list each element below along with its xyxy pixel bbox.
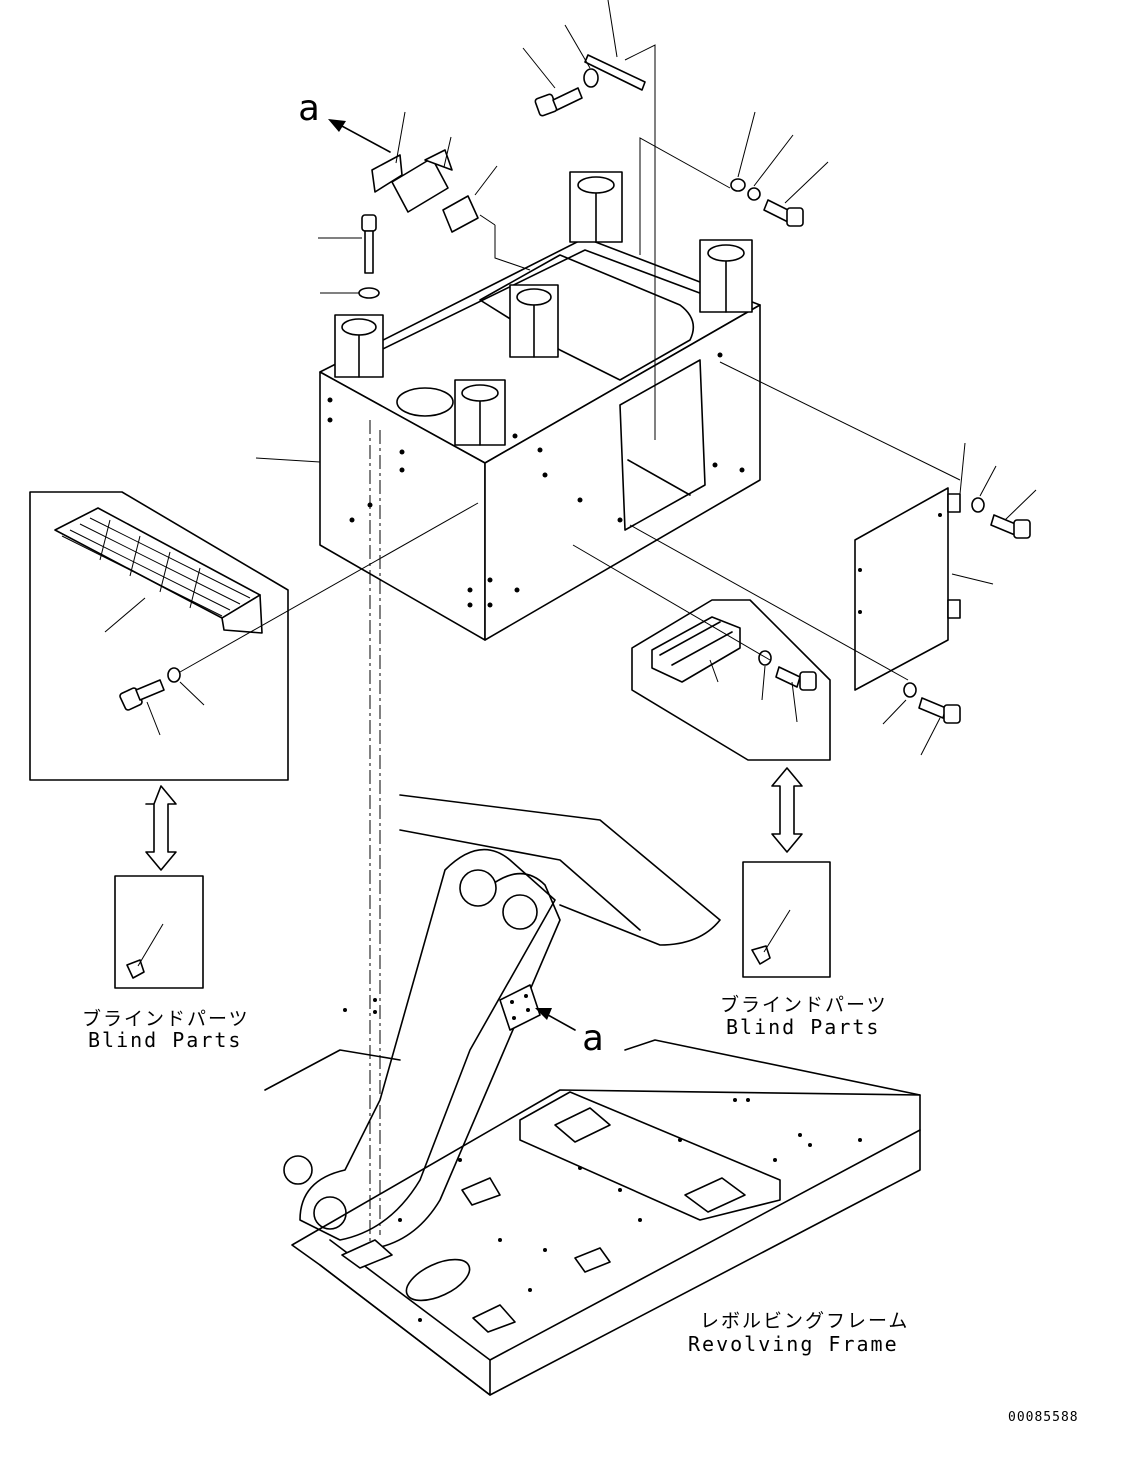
- right-inset-bracket: [572, 544, 831, 761]
- mounting-posts: [334, 171, 753, 446]
- revolving-frame-ja: レボルビングフレーム: [700, 1310, 910, 1332]
- left-blind-part: [114, 785, 204, 989]
- frame-holes: [398, 1098, 862, 1322]
- blind-parts-right-ja: ブラインドパーツ: [720, 994, 888, 1016]
- ref-label-a-top: a: [298, 88, 320, 129]
- right-door-panel: [629, 361, 1037, 756]
- box-side-holes: [487, 352, 745, 608]
- blind-parts-left-ja: ブラインドパーツ: [82, 1008, 250, 1030]
- right-blind-part: [742, 767, 831, 978]
- blind-parts-right-en: Blind Parts: [726, 1015, 881, 1039]
- box-front-holes: [327, 397, 473, 608]
- ref-label-a-bottom: a: [582, 1018, 604, 1059]
- blind-parts-left-en: Blind Parts: [88, 1028, 243, 1052]
- revolving-frame-en: Revolving Frame: [688, 1332, 899, 1356]
- drawing-number: 00085588: [1008, 1410, 1079, 1425]
- revolving-frame: [264, 794, 921, 1396]
- top-exploded-parts: [318, 111, 531, 299]
- right-top-bolt-assembly: [639, 111, 829, 255]
- top-bolt-assembly: [522, 0, 656, 440]
- left-inset-step: [29, 491, 479, 781]
